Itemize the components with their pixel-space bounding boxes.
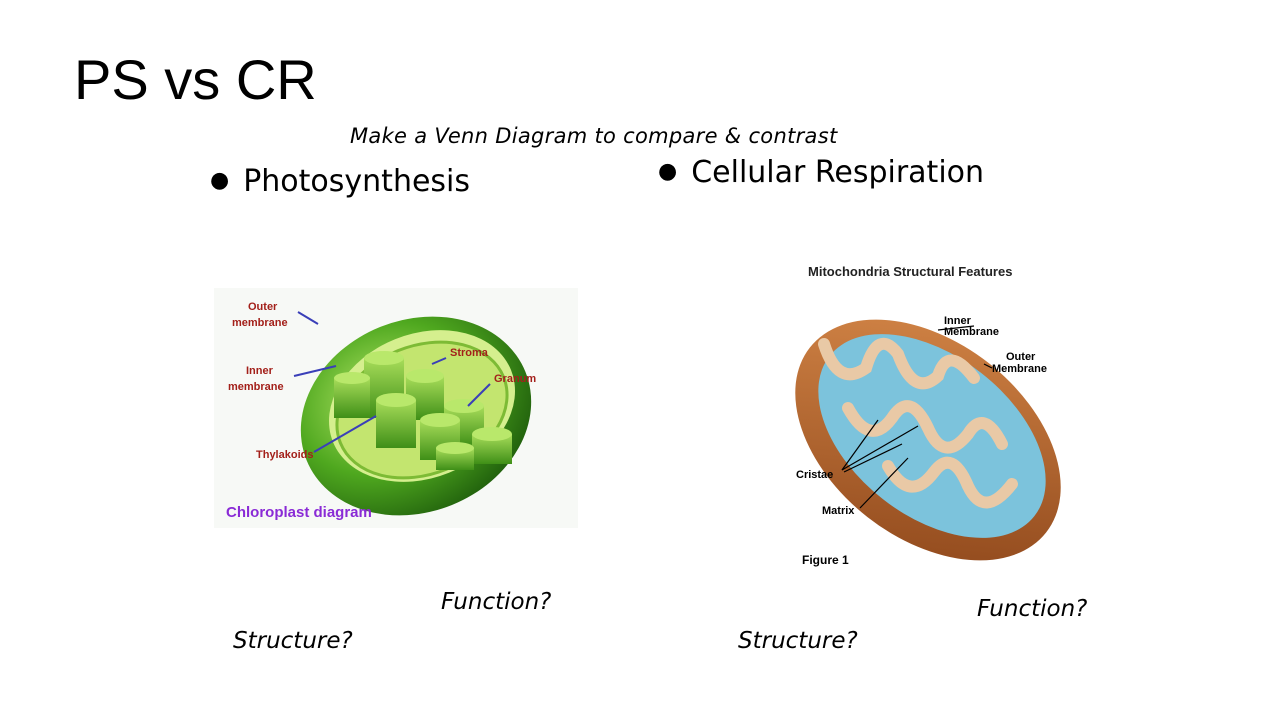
- bullet-photosynthesis: ● Photosynthesis: [210, 167, 470, 197]
- label-thylakoids: Thylakoids: [256, 449, 313, 461]
- mitochondria-labels: Inner Membrane Outer Membrane Cristae Ma…: [796, 315, 1047, 517]
- label-granum: Granum: [494, 373, 536, 385]
- label-stroma: Stroma: [450, 347, 489, 359]
- label-inner-2: Membrane: [944, 326, 999, 338]
- label-inner-1: Inner: [944, 315, 972, 327]
- mito-cristae-folds: [818, 337, 1018, 509]
- mito-leader-lines: [841, 325, 993, 509]
- bullet-label: Photosynthesis: [243, 164, 471, 199]
- bullet-dot-icon: ●: [658, 159, 678, 184]
- bullet-label: Cellular Respiration: [691, 155, 985, 190]
- ps-function-question: Function?: [441, 589, 552, 615]
- label-outer-2: Membrane: [992, 363, 1047, 375]
- cr-structure-question: Structure?: [738, 628, 858, 654]
- bullet-dot-icon: ●: [210, 168, 230, 193]
- mitochondria-diagram: Mitochondria Structural Features Inner M…: [795, 264, 1061, 567]
- label-outer-1: Outer: [248, 301, 278, 313]
- slide-title: PS vs CR: [74, 48, 317, 111]
- mitochondria-figure-label: Figure 1: [802, 553, 849, 567]
- chloroplast-caption: Chloroplast diagram: [226, 504, 372, 521]
- chloroplast-diagram: Outer membrane Inner membrane Stroma Gra…: [214, 288, 578, 528]
- leader-lines: [293, 311, 491, 453]
- label-outer-1: Outer: [1006, 351, 1036, 363]
- label-cristae: Cristae: [796, 469, 833, 481]
- bullet-cellular-respiration: ● Cellular Respiration: [658, 158, 984, 188]
- label-matrix: Matrix: [822, 505, 855, 517]
- label-inner-2: membrane: [228, 381, 284, 393]
- cr-function-question: Function?: [977, 596, 1088, 622]
- label-outer-2: membrane: [232, 317, 288, 329]
- mitochondria-title: Mitochondria Structural Features: [808, 264, 1012, 279]
- chloroplast-labels: Outer membrane Inner membrane Stroma Gra…: [228, 301, 536, 461]
- slide-subtitle: Make a Venn Diagram to compare & contras…: [350, 124, 838, 148]
- grana-stacks: [334, 351, 512, 470]
- label-inner-1: Inner: [246, 365, 274, 377]
- ps-structure-question: Structure?: [233, 628, 353, 654]
